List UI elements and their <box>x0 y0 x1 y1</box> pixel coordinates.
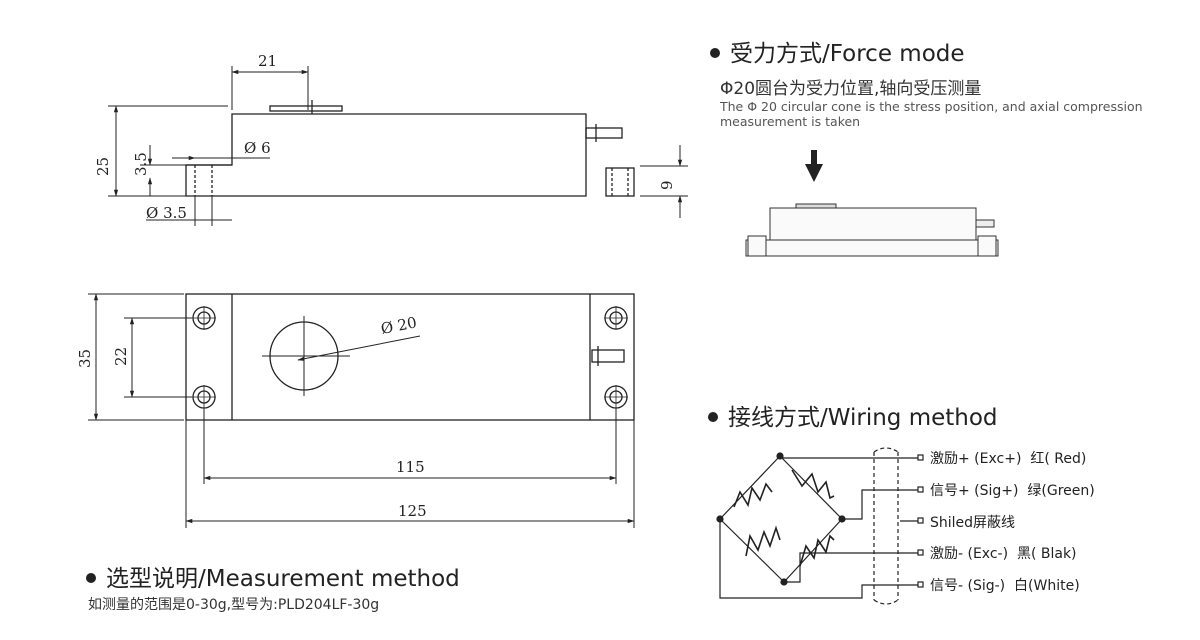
dim-3-5: 3.5 <box>132 152 150 176</box>
wiring-heading: 接线方式/Wiring method <box>708 398 998 432</box>
dim-21: 21 <box>258 52 277 70</box>
dim-phi-20: Ø 20 <box>379 313 418 338</box>
bullet-icon <box>86 572 96 583</box>
wire-label-sig-minus: 信号- (Sig-) 白(White) <box>930 578 1080 594</box>
force-mode-illustration <box>745 150 999 257</box>
wire-label-sig-plus: 信号+ (Sig+) 绿(Green) <box>930 483 1095 499</box>
force-mode-description: The Φ 20 circular cone is the stress pos… <box>720 99 1143 129</box>
dim-22: 22 <box>112 347 130 366</box>
wiring-diagram <box>716 447 924 605</box>
selection-heading: 选型说明/Measurement method <box>86 559 460 593</box>
force-arrow-icon <box>805 150 823 182</box>
bullet-icon <box>710 47 720 58</box>
selection-title: 选型说明/Measurement method <box>106 566 460 592</box>
bullet-icon <box>708 411 718 422</box>
dim-phi-6: Ø 6 <box>244 139 271 157</box>
wire-label-exc-minus: 激励- (Exc-) 黑( Blak) <box>930 545 1077 562</box>
force-mode-title: 受力方式/Force mode <box>730 41 965 67</box>
dim-9: 9 <box>658 180 676 190</box>
wire-label-shield: Shiled屏蔽线 <box>930 515 1015 531</box>
plan-view <box>88 293 635 528</box>
side-view <box>108 66 688 226</box>
force-mode-subtitle: Φ20圆台为受力位置,轴向受压测量 <box>720 79 982 99</box>
dim-25: 25 <box>94 157 112 176</box>
dim-115: 115 <box>396 458 425 476</box>
dim-35: 35 <box>76 349 94 368</box>
wire-label-exc-plus: 激励+ (Exc+) 红( Red) <box>930 450 1086 467</box>
dim-phi-3-5: Ø 3.5 <box>146 204 187 222</box>
selection-note: 如测量的范围是0-30g,型号为:PLD204LF-30g <box>88 597 380 613</box>
dim-125: 125 <box>398 502 427 520</box>
force-mode-heading: 受力方式/Force mode <box>710 34 965 68</box>
wiring-title: 接线方式/Wiring method <box>728 405 998 431</box>
